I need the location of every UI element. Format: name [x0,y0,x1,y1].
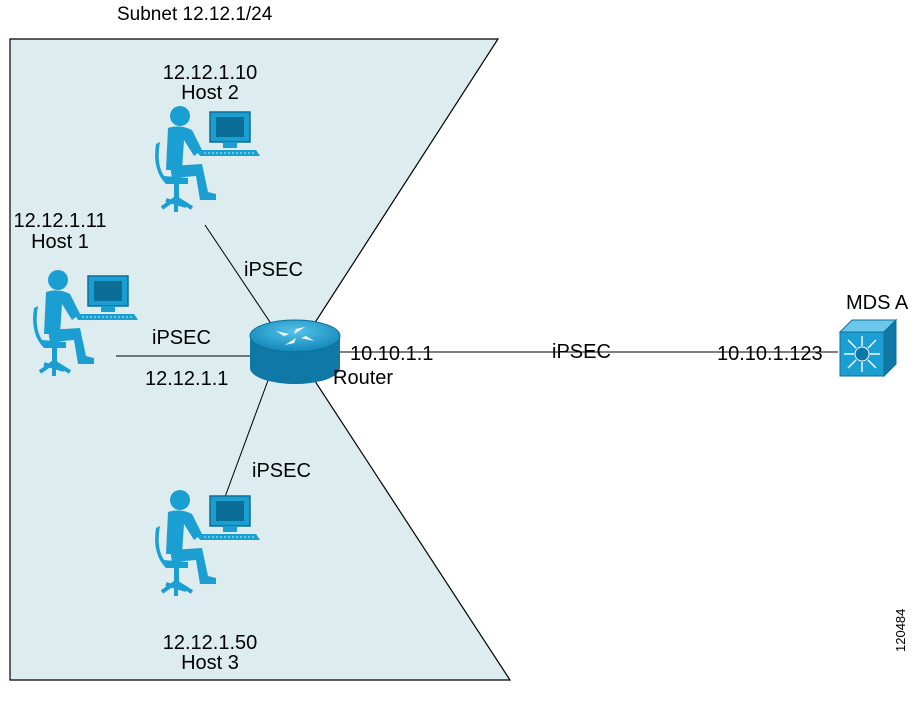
router-inside-ip: 12.12.1.1 [145,368,229,390]
mds-ip: 10.10.1.123 [717,343,823,365]
router-icon [249,319,341,384]
figure-id: 120484 [893,608,908,652]
link-host3-router [221,374,271,506]
subnet-label: Subnet 12.12.1/24 [117,4,273,25]
mds-switch-icon [838,318,898,378]
host-1-ip: 12.12.1.11 [13,210,107,232]
host-3-name: Host 3 [181,652,239,674]
host-3-ip: 12.12.1.50 [162,632,258,654]
host-1-name: Host 1 [31,231,89,253]
link-host2-label: iPSEC [244,259,303,281]
link-mds-label: iPSEC [552,341,611,363]
link-host3-label: iPSEC [252,460,311,482]
router-label: Router [333,367,394,389]
host-2-ip: 12.12.1.10 [162,62,258,84]
router-outside-ip: 10.10.1.1 [350,343,434,365]
host-2-name: Host 2 [181,82,239,104]
mds-label: MDS A [846,292,909,314]
link-host1-label: iPSEC [152,327,211,349]
link-host2-router [204,224,283,341]
